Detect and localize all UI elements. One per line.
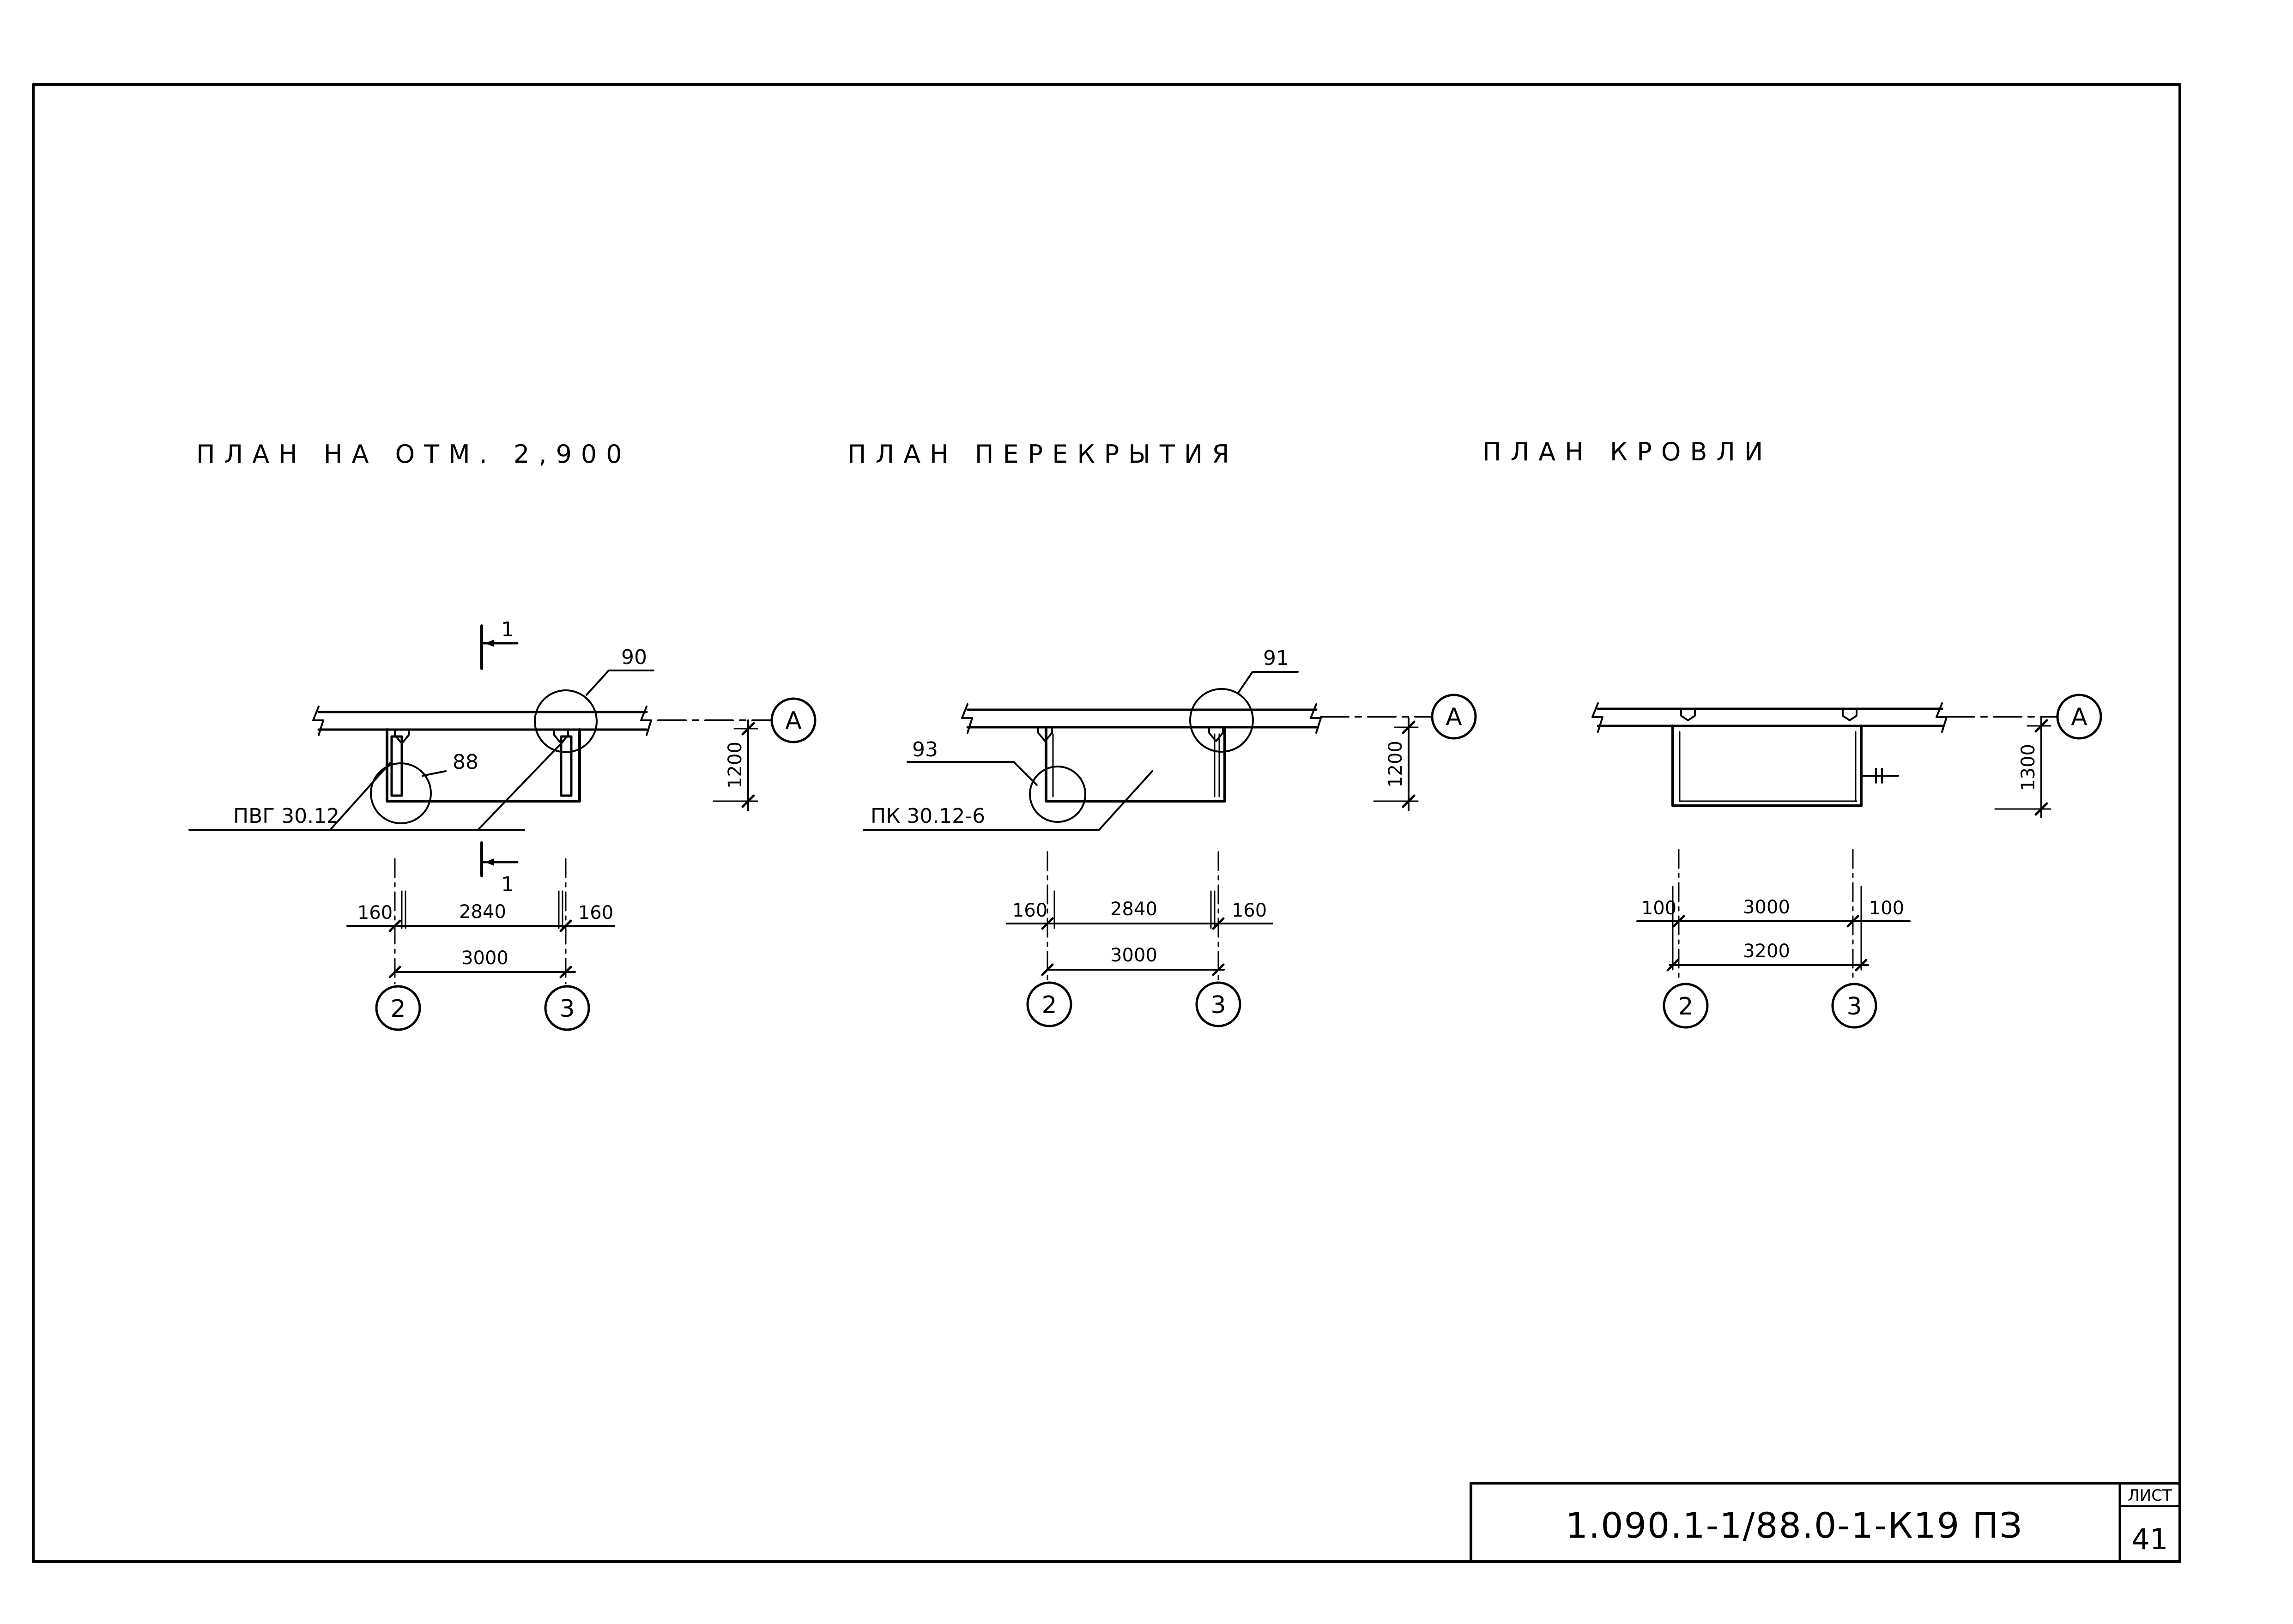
axis-a-marker: А <box>657 697 817 743</box>
depth-dim-text: 1200 <box>1385 741 1406 788</box>
dim-160-left: 160 <box>1012 900 1047 921</box>
section-mark-bottom: 1 <box>480 841 519 896</box>
dim-3000: 3000 <box>1743 897 1790 918</box>
plan-title-slab: ПЛАН ПЕРЕКРЫТИЯ <box>847 440 1239 469</box>
depth-dim-text: 1300 <box>2018 744 2039 791</box>
detail-circle-91 <box>1189 688 1254 753</box>
depth-dimension: 1300 <box>1994 717 2051 818</box>
axis-bubbles: 2 3 <box>375 985 590 1031</box>
section-mark-top: 1 <box>480 618 519 670</box>
wall-band <box>312 706 652 744</box>
section-label-top: 1 <box>501 618 514 641</box>
plan-roof: А 1300 100 3000 100 3200 <box>1591 694 2102 1029</box>
dim-100-right: 100 <box>1869 898 1904 919</box>
axis-label-3: 3 <box>1210 991 1226 1019</box>
plan-title-roof: ПЛАН КРОВЛИ <box>1482 437 1772 466</box>
section-label-bottom: 1 <box>501 873 514 896</box>
detail-circle-93 <box>1029 766 1086 823</box>
dim-160-left: 160 <box>357 902 393 924</box>
axis-label-a: А <box>1446 703 1462 731</box>
callout-93: 93 <box>912 738 938 761</box>
roof-unit <box>1671 724 1899 807</box>
dim-160-right: 160 <box>1232 900 1267 921</box>
axis-a-marker: А <box>1946 694 2102 740</box>
dim-160-right: 160 <box>578 902 613 924</box>
cabin-unit <box>386 728 581 803</box>
axis-label-3: 3 <box>1846 993 1862 1020</box>
dim-3000: 3000 <box>461 948 508 969</box>
axis-label-3: 3 <box>559 995 575 1023</box>
grid-axes <box>1047 851 1219 982</box>
wall-band <box>961 703 1322 742</box>
dim-100-left: 100 <box>1641 898 1676 919</box>
depth-dim-text: 1200 <box>725 742 746 789</box>
detail-circle-90 <box>534 689 598 753</box>
callout-90: 90 <box>621 646 647 669</box>
axis-label-2: 2 <box>1678 993 1693 1020</box>
wall-band <box>1591 702 1948 733</box>
dimension-chain: 160 2840 160 3000 <box>346 901 615 978</box>
axis-label-2: 2 <box>390 995 405 1023</box>
axis-label-a: А <box>2071 703 2087 731</box>
element-label-pk: ПК 30.12-6 <box>871 804 985 828</box>
dimension-chain: 100 3000 100 3200 <box>1636 897 1911 972</box>
slab-unit <box>1045 726 1226 803</box>
sheet-number: 41 <box>2132 1522 2168 1556</box>
sheet-frame <box>32 83 2181 1563</box>
detail-circle-88 <box>370 762 432 824</box>
axis-label-2: 2 <box>1041 991 1057 1019</box>
depth-dimension: 1200 <box>713 719 758 811</box>
callout-91: 91 <box>1263 646 1289 670</box>
plan-title-floor: ПЛАН НА ОТМ. 2,900 <box>196 440 631 469</box>
axis-label-a: А <box>785 707 802 735</box>
depth-dimension: 1200 <box>1373 717 1419 811</box>
plan-slab: 91 93 ПК 30.12-6 А 1200 <box>863 646 1477 1027</box>
axis-a-marker: А <box>1320 694 1477 740</box>
drawing-code: 1.090.1-1/88.0-1-К19 ПЗ <box>1566 1505 2023 1546</box>
dim-2840: 2840 <box>1110 899 1157 920</box>
dim-2840: 2840 <box>459 901 506 923</box>
dimension-chain: 160 2840 160 3000 <box>1006 899 1273 976</box>
axis-bubbles: 2 3 <box>1663 983 1877 1029</box>
axis-bubbles: 2 3 <box>1026 981 1241 1027</box>
dim-3200: 3200 <box>1743 941 1790 962</box>
dim-3000: 3000 <box>1110 945 1157 966</box>
title-block: 1.090.1-1/88.0-1-К19 ПЗ ЛИСТ 41 <box>1470 1482 2181 1563</box>
plan-floor: 90 88 ПВГ 30.12 1 1 А <box>188 618 817 1031</box>
grid-axes <box>394 858 567 984</box>
element-label-pvg: ПВГ 30.12 <box>233 804 339 828</box>
sheet-label: ЛИСТ <box>2128 1486 2172 1505</box>
callout-88: 88 <box>453 750 478 774</box>
